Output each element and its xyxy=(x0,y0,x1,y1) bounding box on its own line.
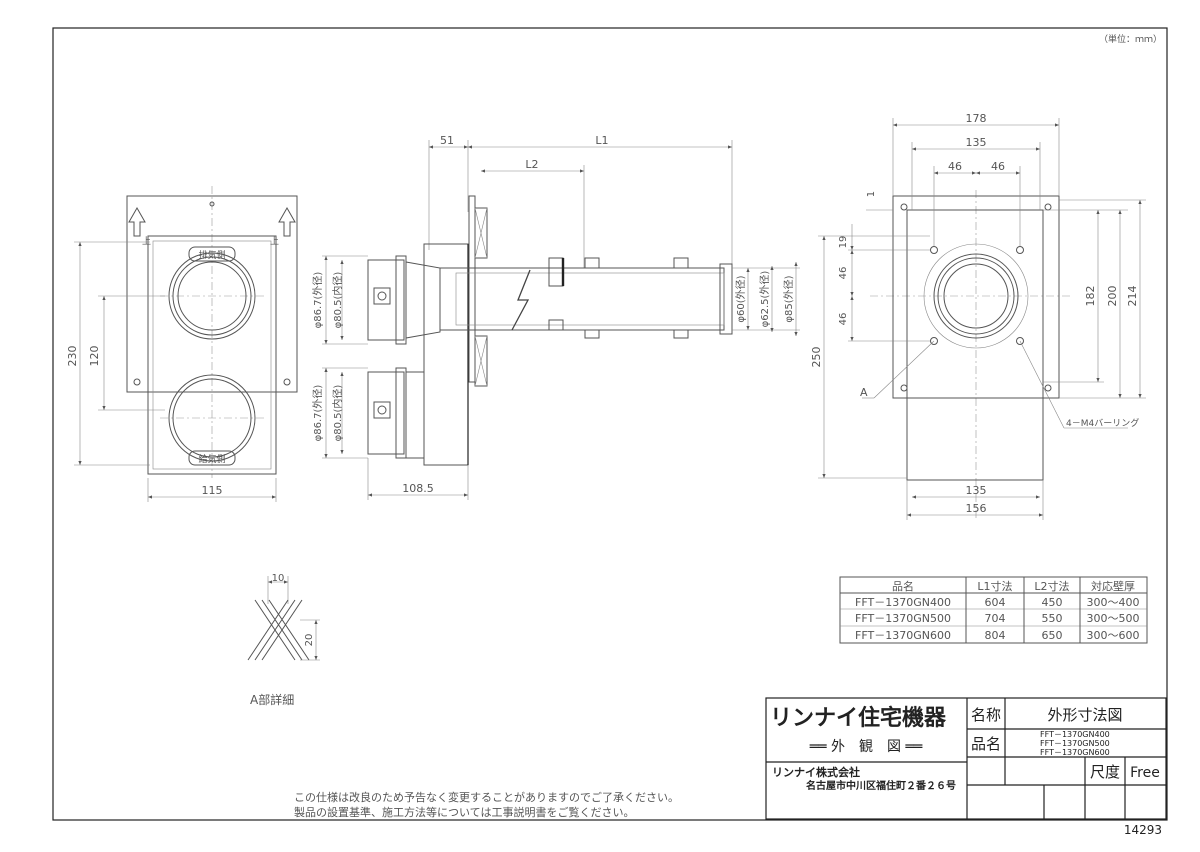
table-cell: FFT－1370GN600 xyxy=(855,629,951,642)
table-cell: 604 xyxy=(985,596,1006,609)
dim-dia-625: φ62.5(外径) xyxy=(758,271,771,328)
note-line-1: この仕様は改良のため予告なく変更することがありますのでご了承ください。 xyxy=(294,790,679,804)
table-cell: FFT－1370GN500 xyxy=(855,612,951,625)
detail-a-title: A部詳細 xyxy=(250,692,294,707)
svg-text:上: 上 xyxy=(142,236,151,247)
terminal-body xyxy=(147,235,277,475)
label-m4-burring: 4－M4バーリング xyxy=(1066,417,1139,429)
front-view: 上 上 排気側 給気側 115 230 120 xyxy=(66,186,298,502)
dim-20: 20 xyxy=(304,634,315,647)
intake-collar xyxy=(367,371,405,455)
dim-L1: L1 xyxy=(595,134,608,147)
table-cell: 300～400 xyxy=(1087,596,1140,609)
label-scale: 尺度 xyxy=(1090,763,1120,781)
sheet-border xyxy=(52,27,1168,821)
table-cell: FFT－1370GN400 xyxy=(855,596,951,609)
value-name: 外形寸法図 xyxy=(1047,706,1122,724)
dim-120: 120 xyxy=(88,346,101,367)
table-header-wall: 対応壁厚 xyxy=(1091,579,1135,593)
company-name: リンナイ株式会社 xyxy=(772,765,860,779)
label-name: 名称 xyxy=(971,706,1001,724)
company-address: 名古屋市中川区福住町２番２６号 xyxy=(806,779,956,792)
exhaust-label: 排気側 xyxy=(198,249,225,261)
side-flange xyxy=(423,243,469,466)
dim-115: 115 xyxy=(202,484,223,497)
dim-230: 230 xyxy=(66,346,79,367)
rear-flange xyxy=(892,195,1060,399)
table-header-l2: L2寸法 xyxy=(1034,579,1069,593)
dim-1085: 108.5 xyxy=(402,482,434,495)
label-A: A xyxy=(860,386,868,399)
dim-46-c: 46 xyxy=(838,267,849,280)
dim-dia-inner-top: φ80.5(内径) xyxy=(331,272,344,329)
view-type: ══ 外 観 図 ══ xyxy=(809,738,923,755)
rear-body xyxy=(906,209,1044,481)
label-product: 品名 xyxy=(971,735,1001,753)
dim-250: 250 xyxy=(810,347,823,368)
dim-dia-outer-bottom: φ86.7(外径) xyxy=(311,385,324,442)
dim-dia-85: φ85(外径) xyxy=(782,275,795,322)
note-line-2: 製品の設置基準、施工方法等については工事説明書をご覧ください。 xyxy=(294,805,634,819)
dim-51: 51 xyxy=(440,134,454,147)
main-pipe xyxy=(439,267,725,331)
product-3: FFT－1370GN600 xyxy=(1040,748,1110,757)
drawing-number: 14293 xyxy=(1124,823,1162,837)
spec-table: 品名 L1寸法 L2寸法 対応壁厚 FFT－1370GN400 604 450 … xyxy=(839,576,1148,644)
unit-note: （単位：ｍｍ） xyxy=(1099,33,1162,45)
rear-mesh xyxy=(943,263,1009,329)
dim-dia-60: φ60(外径) xyxy=(734,275,747,322)
table-header-name: 品名 xyxy=(892,579,914,593)
table-cell: 300～600 xyxy=(1087,629,1140,642)
table-cell: 550 xyxy=(1042,612,1063,625)
title-block: リンナイ住宅機器 ══ 外 観 図 ══ リンナイ株式会社 名古屋市中川区福住町… xyxy=(765,697,1167,820)
exhaust-collar xyxy=(367,259,405,341)
dim-200: 200 xyxy=(1106,286,1119,307)
dim-L2: L2 xyxy=(525,158,538,171)
table-cell: 300～500 xyxy=(1087,612,1140,625)
svg-text:上: 上 xyxy=(270,236,279,247)
dim-135-top: 135 xyxy=(966,136,987,149)
table-cell: 704 xyxy=(985,612,1006,625)
table-cell: 804 xyxy=(985,629,1006,642)
dim-dia-inner-bottom: φ80.5(内径) xyxy=(331,385,344,442)
dim-46-d: 46 xyxy=(838,313,849,326)
table-cell: 650 xyxy=(1042,629,1063,642)
dim-46-a: 46 xyxy=(948,160,962,173)
break-symbol xyxy=(511,269,531,331)
up-arrow-right-icon: 上 xyxy=(270,206,296,247)
dim-1: 1 xyxy=(866,191,877,197)
dim-10: 10 xyxy=(272,573,285,584)
mesh-detail xyxy=(247,599,310,661)
rear-view: 178 135 46 46 1 19 46 46 250 182 20 xyxy=(810,112,1146,520)
intake-label: 給気側 xyxy=(198,453,225,465)
table-cell: 450 xyxy=(1042,596,1063,609)
detail-a: 10 20 A部詳細 xyxy=(247,573,320,707)
product-2: FFT－1370GN500 xyxy=(1040,739,1110,748)
dim-182: 182 xyxy=(1084,286,1097,307)
dim-19: 19 xyxy=(838,236,849,249)
brand-name: リンナイ住宅機器 xyxy=(770,705,947,731)
dim-46-b: 46 xyxy=(991,160,1005,173)
flange-plate xyxy=(126,195,298,393)
table-header-l1: L1寸法 xyxy=(977,579,1012,593)
dim-156: 156 xyxy=(966,502,987,515)
exhaust-mesh xyxy=(177,261,247,331)
up-arrow-left-icon: 上 xyxy=(128,206,151,247)
dim-178: 178 xyxy=(966,112,987,125)
product-1: FFT－1370GN400 xyxy=(1040,730,1110,739)
dim-214: 214 xyxy=(1126,286,1139,307)
value-scale: Free xyxy=(1130,765,1160,781)
dim-135-bottom: 135 xyxy=(966,484,987,497)
side-view: 51 L1 L2 xyxy=(311,134,800,500)
dim-dia-outer-top: φ86.7(外径) xyxy=(311,272,324,329)
